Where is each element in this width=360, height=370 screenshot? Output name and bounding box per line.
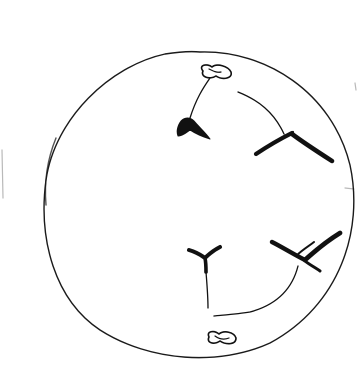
bottom-chromosome-pair bbox=[189, 233, 340, 344]
bottom-right-arm-b bbox=[305, 233, 340, 260]
right-faint-mark-top bbox=[355, 83, 356, 90]
bottom-right-arc bbox=[214, 266, 298, 316]
top-chromosome-pair bbox=[177, 65, 332, 161]
top-loop-inner bbox=[209, 69, 221, 72]
top-right-arm-c bbox=[262, 132, 293, 150]
bottom-left-strand bbox=[206, 272, 208, 308]
top-right-arc bbox=[238, 92, 284, 134]
top-right-arm-b bbox=[292, 134, 332, 161]
bottom-right-arm-a bbox=[272, 242, 305, 260]
bottom-right-arm-c bbox=[305, 261, 320, 271]
bottom-loop-mark bbox=[208, 332, 236, 344]
top-left-wedge bbox=[177, 118, 210, 139]
bottom-loop-inner bbox=[215, 336, 229, 339]
left-faint-mark bbox=[2, 150, 3, 198]
right-faint-mark-bottom bbox=[345, 188, 354, 189]
bottom-left-y-stem bbox=[205, 258, 206, 272]
top-left-strand bbox=[190, 78, 210, 118]
